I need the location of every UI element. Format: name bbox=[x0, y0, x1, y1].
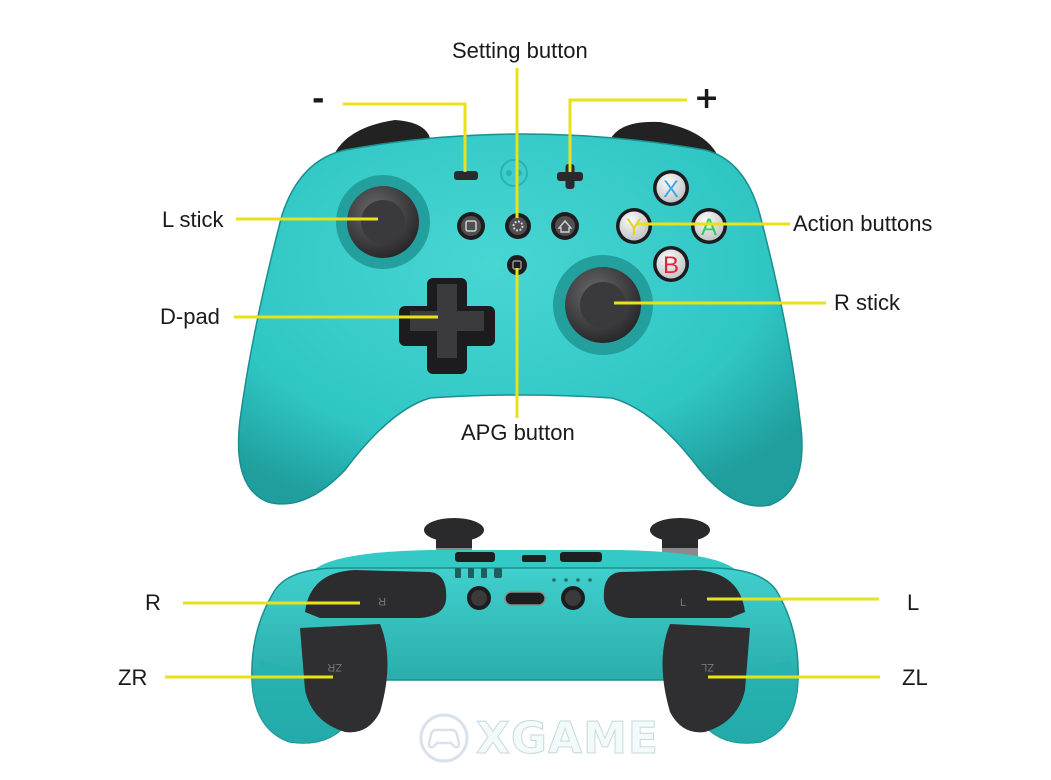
r-bumper-label: R bbox=[145, 590, 161, 615]
plus-label: + bbox=[694, 81, 720, 116]
screenshot-icon bbox=[465, 220, 477, 232]
r-bumper[interactable] bbox=[305, 570, 447, 618]
a-button[interactable]: A bbox=[691, 208, 727, 244]
x-button[interactable]: X bbox=[653, 170, 689, 206]
back-left-button[interactable] bbox=[467, 586, 491, 610]
action-buttons-label: Action buttons bbox=[793, 211, 933, 236]
l-bumper-mark: L bbox=[680, 597, 686, 609]
apg-button-label: APG button bbox=[461, 420, 575, 445]
controller-front: X Y A B bbox=[237, 120, 803, 507]
x-button-label: X bbox=[663, 176, 679, 203]
setting-button-label: Setting button bbox=[452, 38, 588, 63]
leader-minus bbox=[343, 102, 467, 172]
gamepad-icon bbox=[419, 713, 469, 763]
gear-icon bbox=[512, 220, 524, 232]
r-stick[interactable] bbox=[553, 255, 653, 355]
screenshot-button[interactable] bbox=[457, 212, 485, 240]
usb-c-port-icon bbox=[504, 591, 546, 606]
minus-button[interactable] bbox=[454, 171, 478, 180]
home-button[interactable] bbox=[551, 212, 579, 240]
leader-lines bbox=[165, 68, 880, 679]
leader-plus bbox=[568, 98, 687, 172]
watermark-text: XGAME bbox=[476, 712, 659, 764]
watermark: XGAME bbox=[418, 712, 659, 764]
l-stick[interactable] bbox=[336, 175, 430, 269]
r-bumper-mark: R bbox=[378, 595, 386, 607]
b-button-label: B bbox=[663, 252, 679, 279]
zr-trigger-mark: ZR bbox=[327, 661, 342, 673]
back-right-button[interactable] bbox=[561, 586, 585, 610]
controller-back: R ZR L ZL bbox=[251, 518, 799, 744]
zr-trigger-label: ZR bbox=[118, 665, 148, 690]
a-button-label: A bbox=[701, 214, 717, 241]
zr-trigger[interactable] bbox=[300, 624, 388, 733]
zl-trigger[interactable] bbox=[662, 624, 751, 733]
zl-trigger-mark: ZL bbox=[701, 661, 714, 673]
d-pad[interactable] bbox=[399, 278, 495, 374]
plus-button[interactable] bbox=[557, 164, 583, 189]
home-icon bbox=[557, 219, 573, 233]
l-bumper[interactable] bbox=[603, 570, 745, 618]
y-button-label: Y bbox=[626, 214, 642, 241]
y-button[interactable]: Y bbox=[616, 208, 652, 244]
front-body bbox=[237, 133, 803, 507]
b-button[interactable]: B bbox=[653, 246, 689, 282]
mode-indicators bbox=[455, 568, 502, 578]
r-stick-label: R stick bbox=[834, 290, 900, 315]
d-pad-label: D-pad bbox=[160, 304, 220, 329]
setting-button[interactable] bbox=[505, 213, 531, 239]
l-bumper-label: L bbox=[907, 590, 920, 615]
zl-trigger-label: ZL bbox=[902, 665, 928, 690]
led-indicators bbox=[552, 578, 592, 582]
l-stick-label: L stick bbox=[162, 207, 224, 232]
minus-label: - bbox=[312, 82, 325, 117]
